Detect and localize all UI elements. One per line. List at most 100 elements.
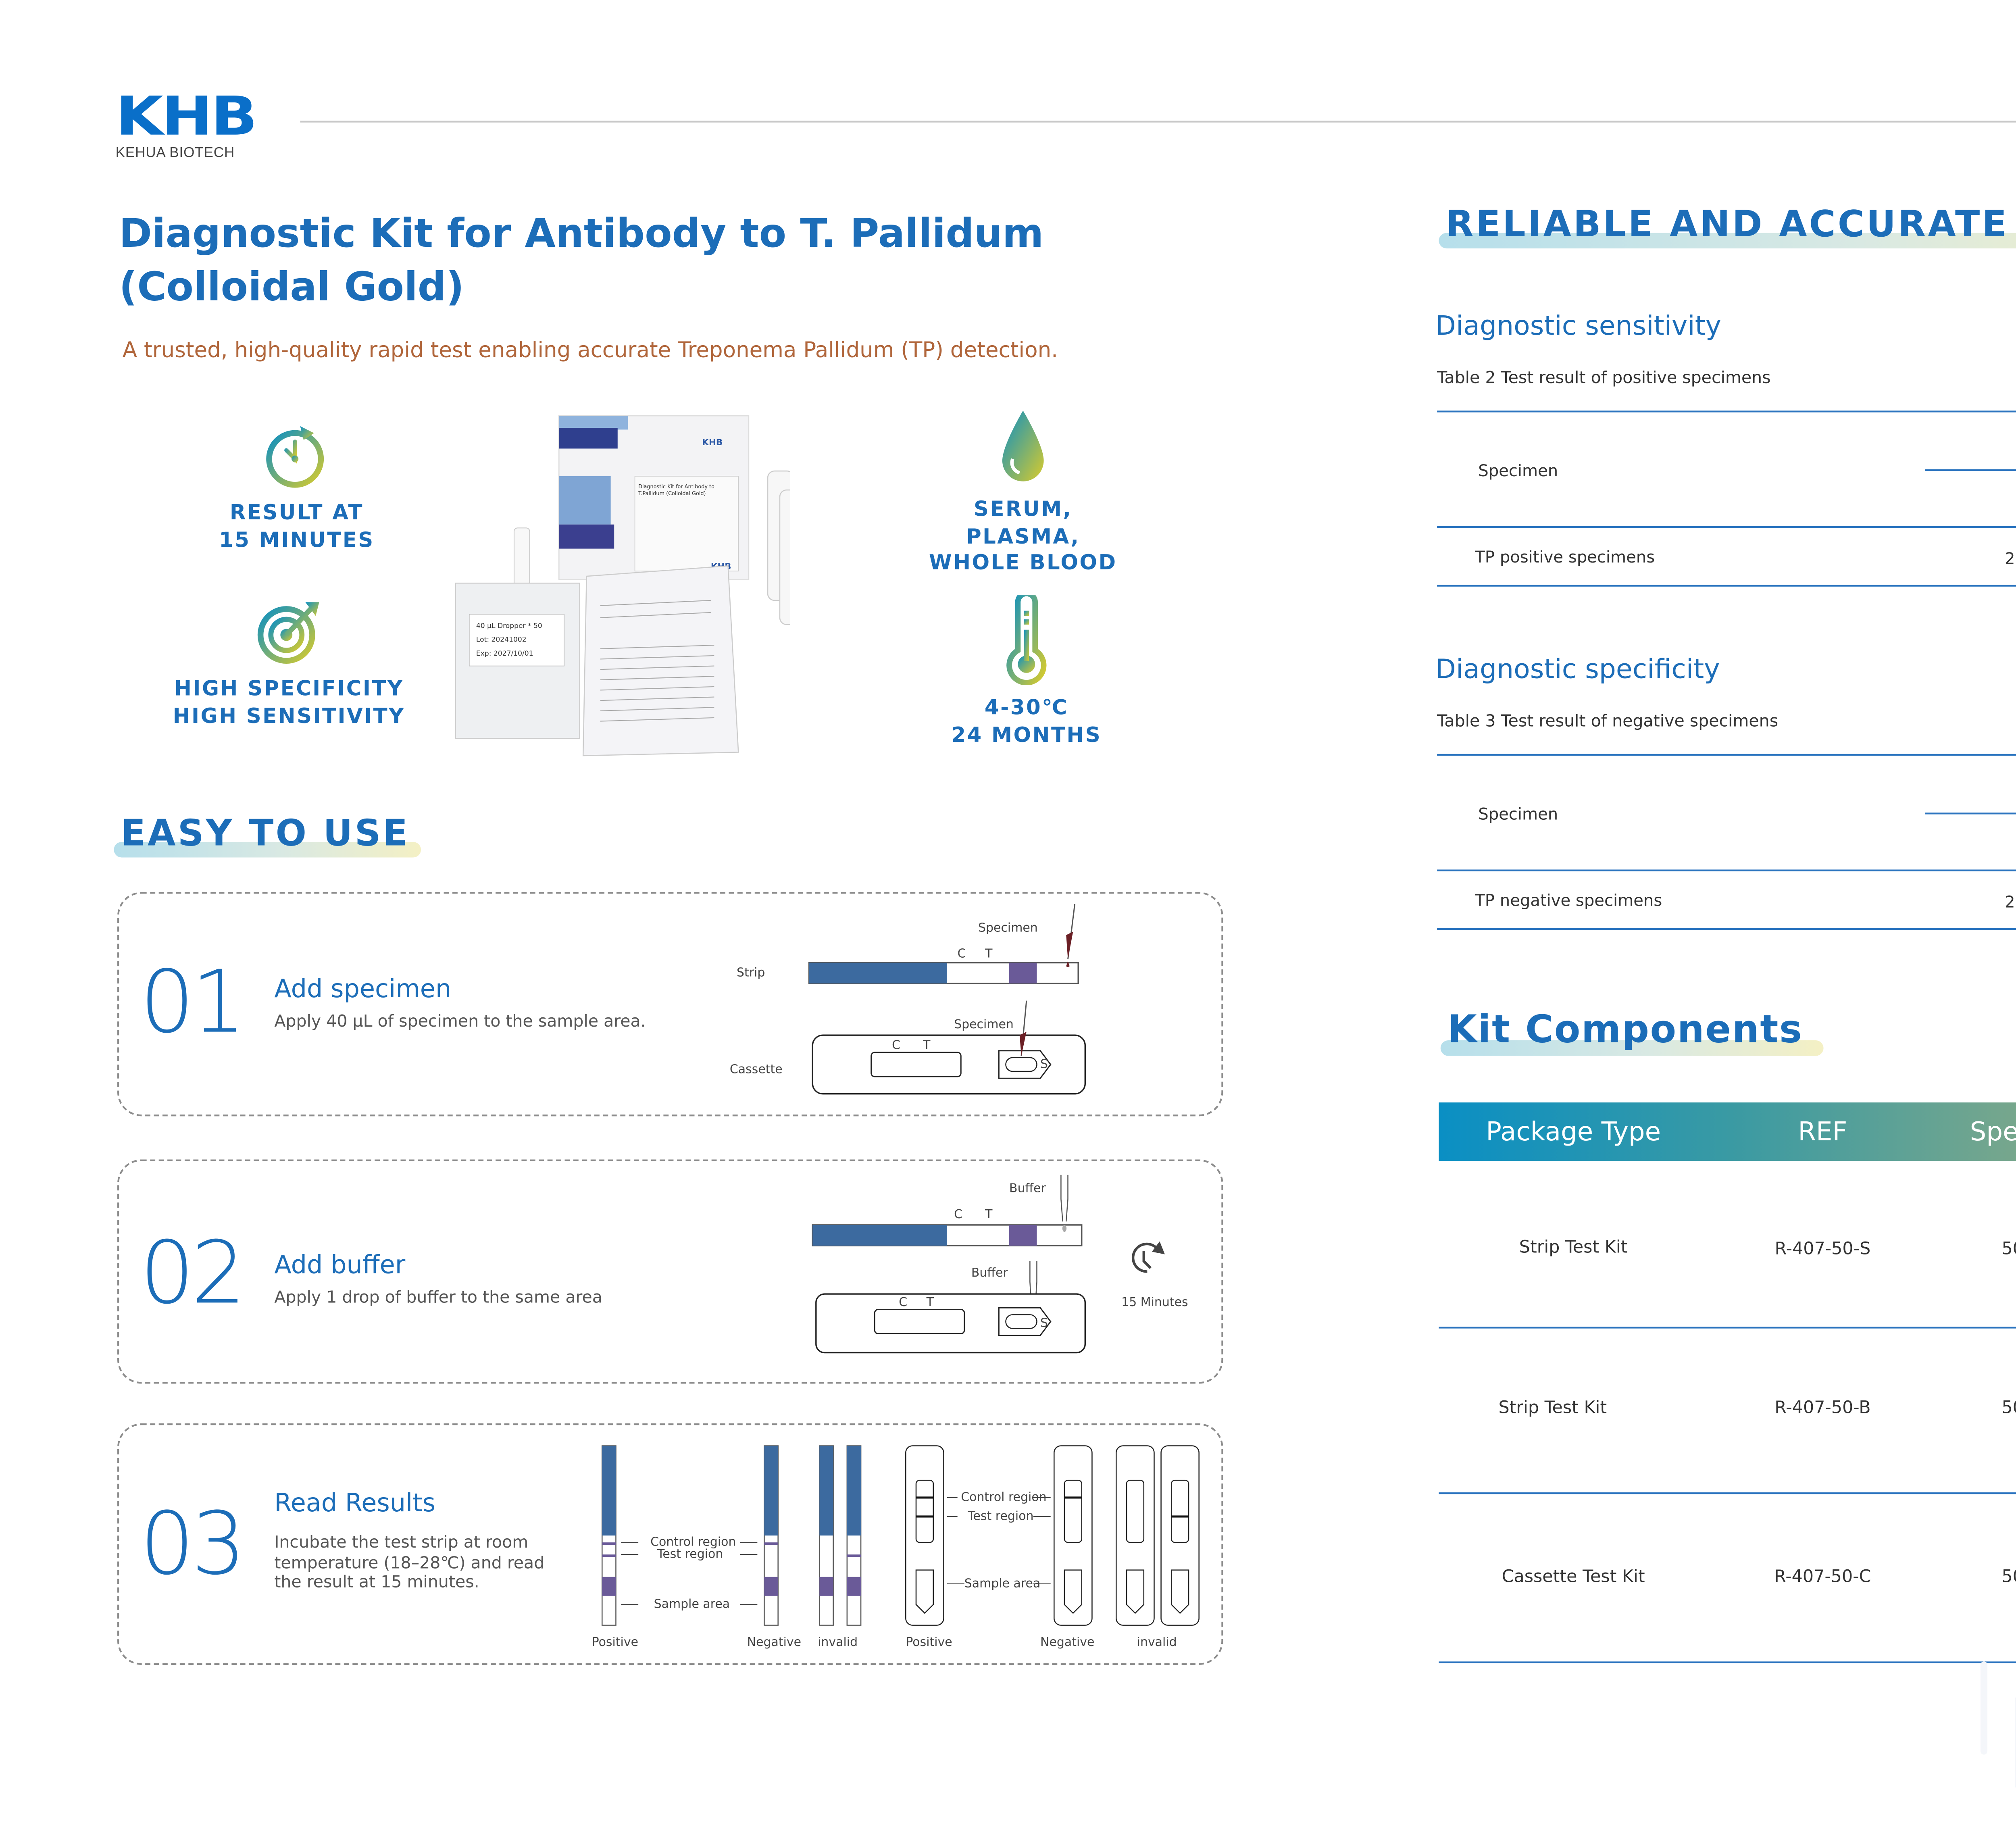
svg-text:Control region: Control region [961,1490,1046,1504]
dropper-label: 40 μL Dropper * 50 [476,622,542,630]
decorative-bars [1980,1661,2016,1788]
svg-text:S: S [1040,1057,1048,1071]
svg-text:S: S [1040,1316,1048,1330]
col-specification: Specification [1970,1116,2016,1148]
feature-line1: RESULT AT [229,500,364,525]
step-title: Add specimen [274,976,452,1004]
svg-text:Specimen: Specimen [954,1017,1014,1031]
step-card-01: 01 Add specimen Apply 40 μL of specimen … [117,892,1223,1117]
step-title: Read Results [274,1490,435,1519]
feature-line2: 24 MONTHS [951,722,1102,746]
svg-text:Strip: Strip [737,966,765,980]
pipette-icon [1019,1000,1027,1056]
group-header: KHB Syphilis Rapid Tes [1925,431,2016,450]
header-divider [300,121,2016,123]
svg-text:invalid: invalid [1137,1635,1177,1649]
product-photo: KHB Diagnostic Kit for Antibody to T.Pal… [455,415,790,756]
step-card-02: 02 Add buffer Apply 1 drop of buffer to … [117,1159,1223,1384]
svg-text:T: T [985,947,993,961]
page-subtitle: A trusted, high-quality rapid test enabl… [122,336,1058,363]
step-number: 03 [140,1494,246,1594]
feature-specificity: HIGH SPECIFICITY HIGH SENSITIVITY [173,597,406,729]
feature-line1: 4-30℃ [984,695,1068,720]
khb-logo: KHB KEHUA BIOTECH [115,91,258,160]
col-n: n [1925,835,2016,854]
svg-text:Positive: Positive [906,1635,952,1649]
step-number: 02 [140,1223,246,1323]
svg-text:T.Pallidum (Colloidal Gold): T.Pallidum (Colloidal Gold) [638,491,706,497]
feature-line2: WHOLE BLOOD [929,550,1117,575]
specificity-table: Specimen Diagnostic Kit for Antibody to … [1437,754,2016,933]
svg-text:Lot: 20241002: Lot: 20241002 [476,636,527,644]
svg-text:Positive: Positive [592,1635,638,1649]
row-n: 235 [2005,894,2016,913]
step-card-03: 03 Read Results Incubate the test strip … [117,1423,1223,1665]
svg-text:C: C [954,1207,962,1221]
specificity-caption: Table 3 Test result of negative specimen… [1437,713,1779,732]
thermometer-icon [1006,595,1047,685]
svg-text:Control region: Control region [650,1535,736,1549]
col-n: n [1925,492,2016,510]
svg-text:C: C [892,1038,900,1052]
svg-text:Negative: Negative [747,1635,801,1649]
svg-text:Diagnostic Kit for Antibody to: Diagnostic Kit for Antibody to [638,484,714,490]
specimen-diagram: Strip C T Specimen Cassette C T S Specim… [730,904,1086,1095]
svg-text:invalid: invalid [818,1635,858,1649]
buffer-diagram: C T Buffer Buffer C T S 15 Minutes [812,1175,1188,1354]
feature-result-time: RESULT AT 15 MINUTES [190,421,404,554]
col-specimen: Specimen [1478,462,1558,481]
svg-text:Sample area: Sample area [964,1576,1041,1590]
row-specimen: TP negative specimens [1475,892,1662,911]
step-description: Incubate the test strip at room temperat… [274,1533,545,1593]
step-description: Apply 1 drop of buffer to the same area [274,1289,602,1308]
kit-components-heading: Kit Components [1440,1009,1824,1056]
sensitivity-title: Diagnostic sensitivity [1435,310,1722,342]
svg-text:Cassette: Cassette [730,1062,783,1076]
target-icon [256,602,319,664]
step-title: Add buffer [274,1252,406,1280]
droplet-icon [1002,410,1044,481]
logo-mark: KHB [115,86,258,148]
svg-text:Exp: 2027/10/01: Exp: 2027/10/01 [476,650,533,658]
col-specimen: Specimen [1478,806,1558,825]
feature-line1: HIGH SPECIFICITY [174,676,404,701]
svg-text:T: T [985,1207,993,1221]
svg-text:15 Minutes: 15 Minutes [1121,1295,1188,1309]
svg-text:Buffer: Buffer [1009,1181,1046,1196]
strip-invalid-1 [819,1445,834,1626]
svg-text:Negative: Negative [1040,1635,1094,1649]
step-number: 01 [140,952,246,1053]
feature-line2: 15 MINUTES [219,527,375,552]
col-ref: REF [1798,1116,1847,1148]
box-brand: KHB [702,438,723,448]
stopwatch-icon [266,426,324,488]
feature-line2: HIGH SENSITIVITY [173,703,405,727]
strip-negative [764,1445,779,1626]
timer-icon [1131,1241,1165,1273]
feature-storage: 4-30℃ 24 MONTHS [931,595,1121,749]
strip-invalid-2 [846,1445,862,1626]
page-title: Diagnostic Kit for Antibody to T. Pallid… [119,212,1044,311]
sensitivity-caption: Table 2 Test result of positive specimen… [1437,369,1771,388]
col-package-type: Package Type [1486,1116,1661,1148]
row-specimen: TP positive specimens [1475,548,1655,568]
kit-table-header: Package Type REF Specification Package C… [1439,1102,2016,1161]
svg-text:C: C [958,947,966,961]
svg-text:T: T [923,1038,931,1052]
pipette-icon [1066,904,1076,967]
easy-to-use-heading: EASY TO USE [114,813,421,858]
pipette-icon [1060,1175,1068,1222]
svg-text:Test region: Test region [967,1509,1033,1523]
feature-specimen-types: SERUM, PLASMA, WHOLE BLOOD [918,407,1128,577]
svg-text:T: T [926,1295,934,1309]
group-header: Diagnostic Kit for Antibody to T. Pallid… [1925,775,2016,794]
results-heading: RELIABLE AND ACCURATE RESULTS [1439,204,2016,249]
results-diagram: Control region Test region Sample area P… [592,1445,1200,1649]
step-description: Apply 40 μL of specimen to the sample ar… [274,1013,646,1032]
strip-positive [601,1445,616,1626]
feature-line1: SERUM, PLASMA, [966,497,1080,548]
logo-subtitle: KEHUA BIOTECH [115,145,235,160]
svg-text:Test region: Test region [657,1547,723,1561]
svg-text:Sample area: Sample area [654,1597,730,1611]
svg-text:Buffer: Buffer [971,1266,1008,1280]
